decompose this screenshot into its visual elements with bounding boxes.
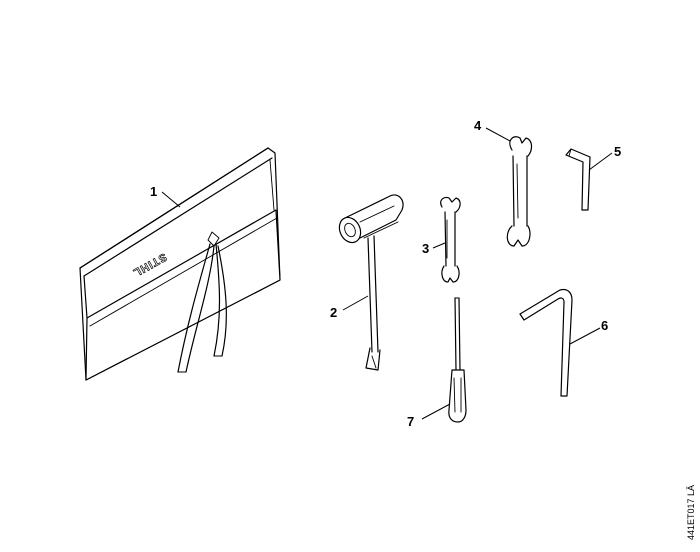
small-open-end-wrench: [440, 196, 461, 283]
callout-6: 6: [601, 318, 608, 333]
small-hex-key: [565, 148, 591, 211]
callout-5: 5: [614, 144, 621, 159]
drawing-code: 441ET017 LÄ: [686, 485, 696, 540]
callout-2: 2: [330, 305, 337, 320]
callout-3: 3: [422, 241, 429, 256]
large-open-end-wrench: [506, 136, 533, 247]
callout-4: 4: [474, 118, 482, 133]
callout-1: 1: [150, 184, 157, 199]
large-hex-key: [519, 288, 573, 397]
callout-7: 7: [407, 414, 414, 429]
combination-wrench: [338, 194, 404, 371]
screwdriver: [448, 297, 467, 423]
tool-pouch: STIHL: [79, 147, 281, 381]
